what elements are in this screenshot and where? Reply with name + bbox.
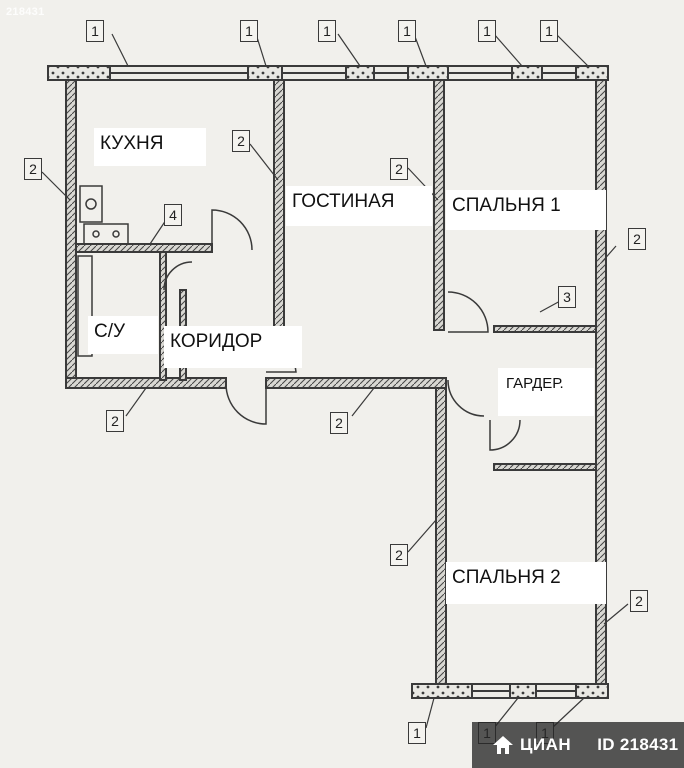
living-bedroom1-wall [433, 79, 445, 331]
bottom-wall-segment [509, 683, 537, 699]
callout-1: 1 [540, 20, 558, 42]
room-label-bedroom1: СПАЛЬНЯ 1 [446, 190, 606, 230]
listing-id: ID 218431 [597, 735, 679, 754]
callout-1: 1 [318, 20, 336, 42]
interior-walls [75, 79, 597, 471]
room-label-bedroom2: СПАЛЬНЯ 2 [446, 562, 606, 604]
bottom-left-wall [65, 377, 227, 389]
wardrobe-top-wall [493, 325, 597, 333]
bathroom-right-wall [159, 251, 167, 381]
bottom-wall-segment [575, 683, 609, 699]
fixtures [77, 185, 129, 357]
top-wall-segment [511, 65, 543, 81]
callout-1: 1 [86, 20, 104, 42]
bedroom2-door-swing [489, 419, 521, 451]
callout-2: 2 [628, 228, 646, 250]
callout-1: 1 [408, 722, 426, 744]
callout-2: 2 [232, 130, 250, 152]
top-wall-segment [47, 65, 111, 81]
room-label-living: ГОСТИНАЯ [286, 186, 432, 226]
top-wall-segment [247, 65, 283, 81]
kitchen-bottom-wall [75, 243, 213, 253]
sink-fixture [79, 185, 103, 223]
watermark-id: 218431 [6, 6, 45, 18]
kitchen-living-wall [273, 79, 285, 331]
entry-door-swing [225, 383, 267, 425]
wardrobe-door-swing [447, 379, 485, 417]
callout-2: 2 [630, 590, 648, 612]
callout-2: 2 [390, 158, 408, 180]
callout-1: 1 [478, 20, 496, 42]
top-wall-segment [575, 65, 609, 81]
bottom-wall-segment [411, 683, 473, 699]
stove-fixture [83, 223, 129, 245]
callout-2: 2 [390, 544, 408, 566]
room-label-kitchen: КУХНЯ [94, 128, 206, 166]
outer-walls [47, 65, 609, 699]
callout-3: 3 [558, 286, 576, 308]
brand-name: ЦИАН [520, 735, 572, 754]
room-label-bathroom: С/У [88, 316, 158, 354]
callout-4: 4 [164, 204, 182, 226]
bottom-middle-wall [265, 377, 447, 389]
top-wall-segment [407, 65, 449, 81]
bedroom1-door-swing [447, 291, 489, 333]
top-wall-segment [345, 65, 375, 81]
brand-bar: ЦИАН ID 218431 [472, 722, 684, 768]
callout-2: 2 [24, 158, 42, 180]
callout-1: 1 [240, 20, 258, 42]
bath-fixture [77, 255, 93, 357]
callout-2: 2 [106, 410, 124, 432]
wardrobe-bottom-wall [493, 463, 597, 471]
bathroom-door-swing [163, 261, 193, 291]
kitchen-door-swing [211, 209, 253, 251]
room-label-corridor: КОРИДОР [164, 326, 302, 368]
left-wall [65, 79, 77, 387]
bedroom2-left-wall [435, 387, 447, 685]
callout-2: 2 [330, 412, 348, 434]
cian-house-icon [492, 735, 514, 755]
callout-1: 1 [398, 20, 416, 42]
room-label-wardrobe: ГАРДЕР. [498, 368, 594, 416]
